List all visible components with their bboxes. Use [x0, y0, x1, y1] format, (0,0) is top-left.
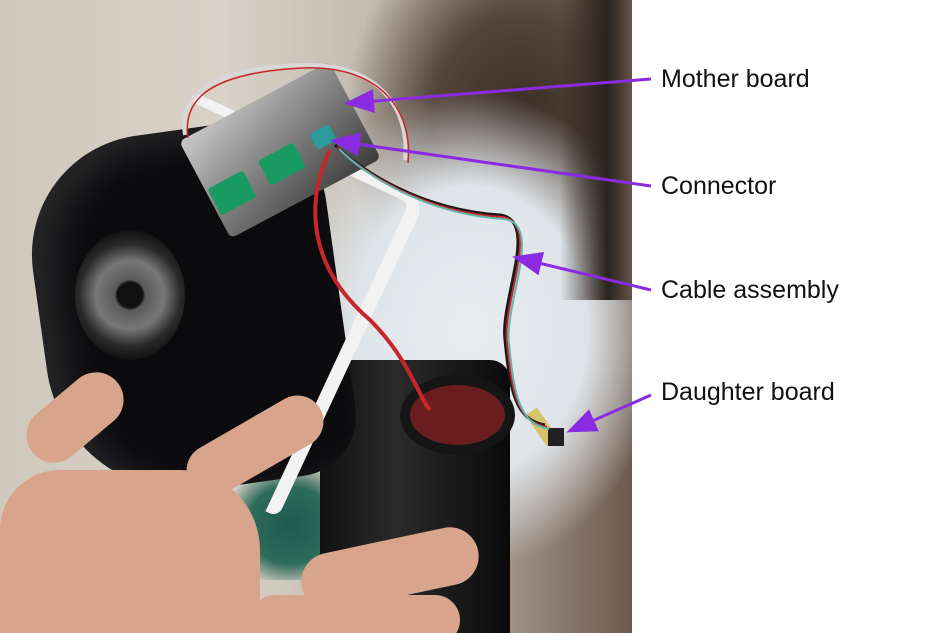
arrow-cable-assembly	[512, 251, 652, 292]
arrow-connector	[330, 132, 652, 188]
background-shadow	[560, 0, 632, 300]
label-mother-board: Mother board	[661, 65, 810, 93]
arrow-daughter-board	[566, 393, 652, 433]
hand-palm	[0, 470, 260, 633]
daughter-board-chip	[548, 428, 564, 446]
label-connector: Connector	[661, 172, 777, 200]
label-cable-assembly: Cable assembly	[661, 276, 839, 304]
label-daughter-board: Daughter board	[661, 378, 835, 406]
arrow-mother-board	[344, 77, 652, 114]
robot-eye	[75, 230, 185, 360]
hand-finger-3	[250, 595, 460, 633]
robot-head-photo	[0, 0, 632, 633]
